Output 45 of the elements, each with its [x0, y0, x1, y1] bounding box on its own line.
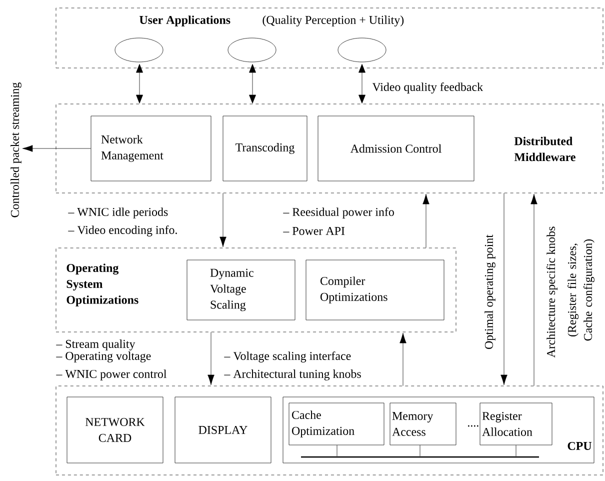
- note-text: – Reesidual power info: [283, 208, 394, 218]
- layer-title: CPU: [568, 442, 592, 450]
- note-text: – Video encoding info.: [68, 225, 177, 236]
- layer-subtitle: (Quality Perception + Utility): [262, 16, 404, 26]
- layer-title: User Applications: [140, 16, 230, 26]
- note-text: – WNIC power control: [56, 370, 167, 380]
- arrow: [358, 64, 366, 104]
- component-box: Admission Control: [318, 116, 474, 182]
- component-box: Cache Optimization: [288, 402, 384, 446]
- note-text: – Architectural tuning knobs: [224, 370, 361, 380]
- arrow: [422, 194, 430, 248]
- component-box: Network Management: [90, 116, 212, 182]
- component-box: Memory Access: [390, 402, 456, 446]
- arrow: [530, 194, 538, 386]
- arrow: [249, 64, 256, 104]
- note-text: (Register file sizes, Cache configuration): [568, 239, 594, 341]
- ellipse: [114, 38, 164, 62]
- arrow: [22, 145, 91, 152]
- layer-title: Operating System Optimizations: [66, 264, 138, 306]
- arrow: [220, 192, 226, 248]
- ellipse: [338, 38, 386, 62]
- arrow: [208, 332, 214, 386]
- note-text: – Power API: [283, 226, 345, 235]
- component-box: Compiler Optimizations: [306, 260, 444, 320]
- edge-label: Video quality feedback: [372, 82, 484, 94]
- note-text: – WNIC idle periods: [68, 208, 168, 218]
- component-box: DISPLAY: [174, 396, 272, 464]
- ellipse: [228, 38, 276, 62]
- layer-title: Distributed Middleware: [514, 136, 576, 162]
- component-box: NETWORK CARD: [66, 396, 164, 464]
- arrow: [136, 64, 143, 104]
- component-box: Dynamic Voltage Scaling: [186, 260, 296, 320]
- arrow: [500, 192, 508, 386]
- edge-label: Architecture specific knobs: [546, 226, 558, 358]
- connector-line: [336, 444, 338, 456]
- note-text: – Operating voltage: [56, 352, 151, 362]
- edge-label: Optimal operating point: [484, 234, 496, 349]
- arrow: [400, 332, 406, 386]
- note-text: – Voltage scaling interface: [224, 351, 351, 362]
- layer-band: [56, 386, 604, 476]
- component-box: Register Allocation: [480, 402, 552, 446]
- note-text: – Stream quality: [56, 340, 136, 350]
- note-text: ....: [468, 425, 478, 427]
- side-label: Controlled packet streaming: [10, 82, 22, 218]
- component-box: Transcoding: [222, 116, 308, 182]
